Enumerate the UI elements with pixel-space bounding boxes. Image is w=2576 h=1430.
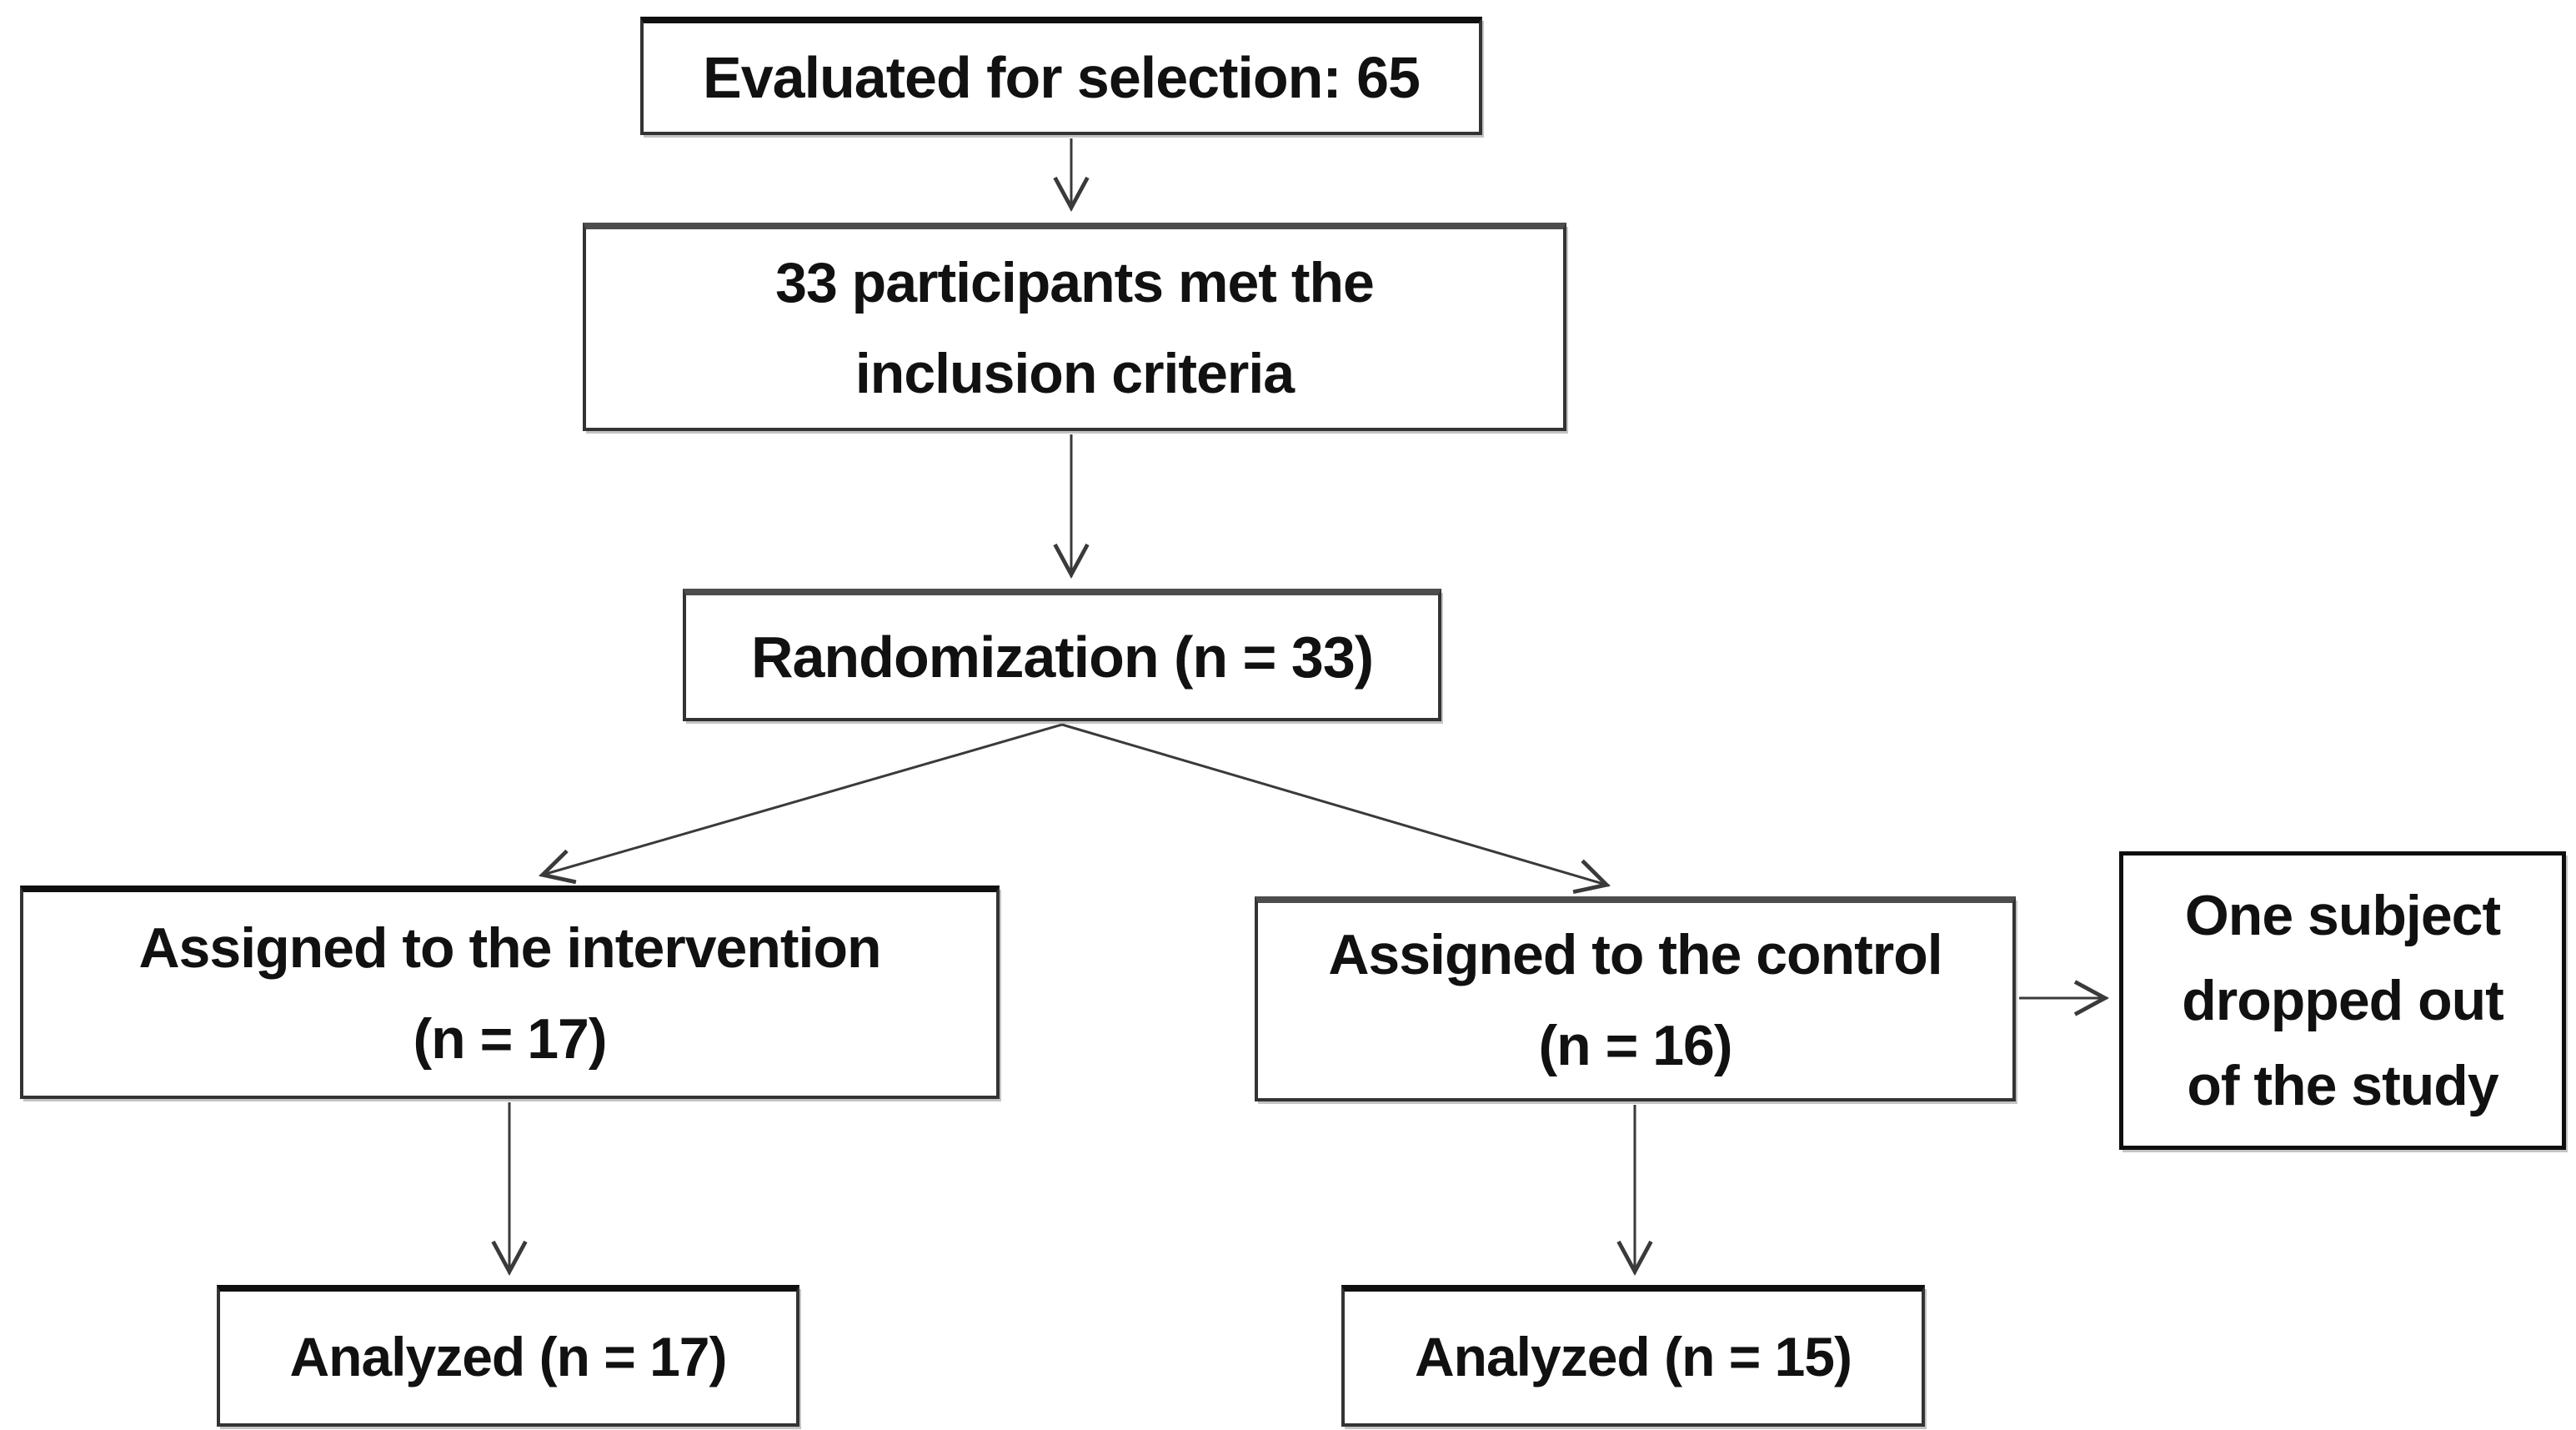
node-label-line: Assigned to the intervention: [138, 916, 881, 981]
node-label-line: Analyzed (n = 15): [1415, 1326, 1852, 1388]
arrow-randomization-to-control: [1061, 723, 1611, 895]
node-label-line: (n = 16): [1538, 1014, 1733, 1077]
node-label-line: (n = 17): [413, 1007, 608, 1071]
node-assigned-intervention: Assigned to the intervention (n = 17): [20, 886, 1000, 1099]
node-label-line: inclusion criteria: [854, 342, 1295, 405]
node-label-line: Analyzed (n = 17): [289, 1326, 728, 1388]
node-analyzed-intervention: Analyzed (n = 17): [217, 1285, 799, 1427]
node-analyzed-control: Analyzed (n = 15): [1341, 1285, 1925, 1427]
node-evaluated-for-selection: Evaluated for selection: 65: [640, 17, 1482, 135]
node-randomization: Randomization (n = 33): [683, 589, 1441, 721]
node-label-line: of the study: [2187, 1054, 2498, 1117]
node-label-line: 33 participants met the: [775, 251, 1375, 315]
node-label-line: One subject: [2184, 884, 2501, 947]
node-dropped-out: One subject dropped out of the study: [2119, 851, 2566, 1150]
node-label-line: Evaluated for selection: 65: [703, 45, 1421, 110]
node-assigned-control: Assigned to the control (n = 16): [1255, 896, 2016, 1101]
node-label-line: Assigned to the control: [1328, 923, 1942, 987]
arrow-randomization-to-intervention: [539, 723, 1063, 885]
node-label-line: dropped out: [2182, 969, 2504, 1032]
node-met-inclusion-criteria: 33 participants met the inclusion criter…: [583, 223, 1566, 431]
node-label-line: Randomization (n = 33): [750, 624, 1374, 690]
